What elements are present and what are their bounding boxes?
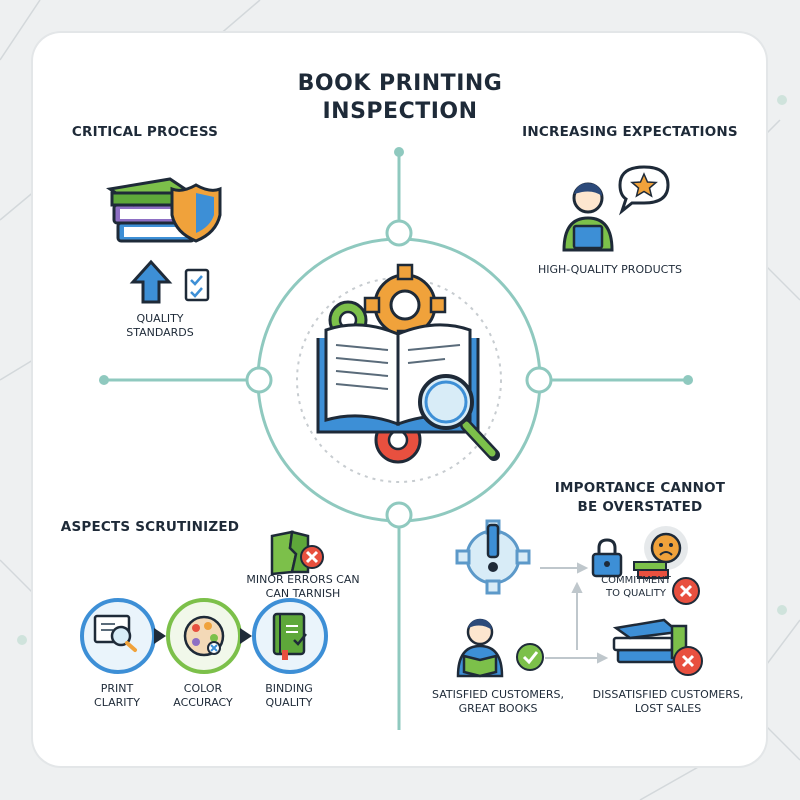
book-stack-icon [612,618,688,664]
critical-process-heading: CRITICAL PROCESS [71,124,219,140]
quality-standards-label: QUALITY STANDARDS [126,312,194,339]
binding-quality-label: BINDING QUALITY [265,682,313,709]
alert-gear-icon [455,519,531,595]
check-icon [516,643,544,671]
book-stack-icon [633,561,669,579]
color-palette-icon [183,615,225,657]
commitment-to-quality-label: COMMITMENT TO QUALITY [601,575,671,599]
color-accuracy-label: COLOR ACCURACY [173,682,233,709]
ring-node-top [385,219,413,247]
x-icon [672,577,700,605]
x-icon [673,646,703,676]
binding-book-icon [272,612,307,660]
page-title: BOOK PRINTING INSPECTION [297,71,503,124]
person-laptop-icon [562,182,614,252]
sad-face-icon [644,526,688,570]
minor-errors-label: MINOR ERRORS CAN CAN TARNISH [246,573,360,600]
x-icon [300,545,324,569]
high-quality-products-label: HIGH-QUALITY PRODUCTS [537,263,683,276]
ring-node-bottom [385,501,413,529]
reader-person-icon [456,618,504,678]
checklist-icon [184,268,210,302]
aspects-scrutinized-heading: ASPECTS SCRUTINIZED [60,519,240,535]
dissatisfied-customers-label: DISSATISFIED CUSTOMERS, LOST SALES [592,688,744,715]
ring-node-right [525,366,553,394]
star-speech-bubble-icon [618,165,670,216]
print-clarity-label: PRINT CLARITY [94,682,140,709]
satisfied-customers-label: SATISFIED CUSTOMERS, GREAT BOOKS [432,688,564,715]
lock-icon [591,538,623,578]
up-arrow-icon [129,259,173,304]
magnifier-page-icon [93,614,137,652]
importance-heading: IMPORTANCE CANNOT BE OVERSTATED [554,480,726,515]
increasing-expectations-heading: INCREASING EXPECTATIONS [522,124,738,140]
book-stack-shield-icon [106,177,222,243]
open-book-magnifier-icon [316,263,500,464]
ring-node-left [245,366,273,394]
